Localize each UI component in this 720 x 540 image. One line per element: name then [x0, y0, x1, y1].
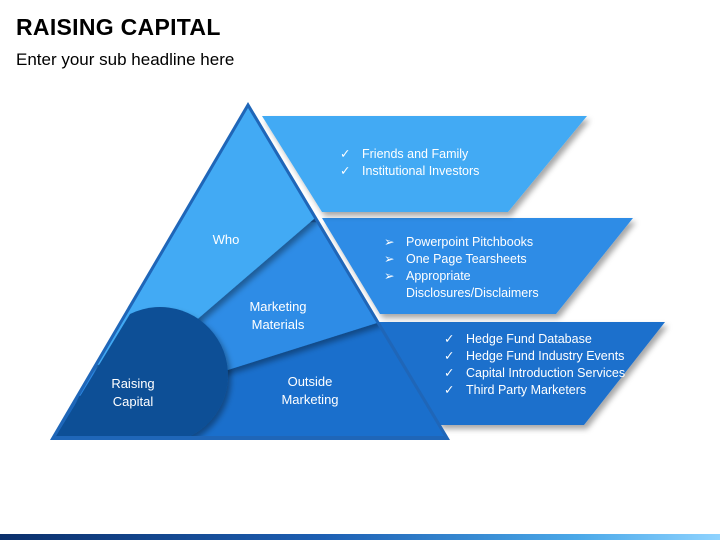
arrow-icon: ➢ [384, 269, 395, 283]
check-icon: ✓ [444, 349, 455, 363]
layer-2-label: Marketing Materials [249, 299, 307, 332]
layer-3-label: Outside Marketing [281, 374, 339, 407]
list-item: ✓Hedge Fund Industry Events [444, 349, 625, 363]
list-item: ➢Appropriate Disclosures/Disclaimers [384, 269, 539, 300]
check-icon: ✓ [340, 164, 351, 178]
check-icon: ✓ [340, 147, 351, 161]
list-item: ✓Capital Introduction Services [444, 366, 626, 380]
list-item: ➢One Page Tearsheets [384, 252, 527, 266]
ribbon-layer-3 [378, 322, 665, 425]
list-item: ✓Hedge Fund Database [444, 332, 592, 346]
bottom-accent-bar [0, 534, 720, 540]
list-item: ✓Friends and Family [340, 147, 469, 161]
layer-1-label: Who [212, 232, 240, 247]
layer-2-bullet-list: ➢Powerpoint Pitchbooks ➢One Page Tearshe… [384, 234, 564, 302]
ribbon-layer-1 [262, 116, 587, 212]
core-label: Raising Capital [111, 376, 155, 409]
arrow-icon: ➢ [384, 252, 395, 266]
layer-1-bullet-list: ✓Friends and Family ✓Institutional Inves… [340, 146, 540, 180]
arrow-icon: ➢ [384, 235, 395, 249]
list-item: ➢Powerpoint Pitchbooks [384, 235, 534, 249]
pyramid-core [56, 307, 228, 436]
page-title: RAISING CAPITAL [16, 14, 221, 40]
check-icon: ✓ [444, 383, 455, 397]
page-subtitle: Enter your sub headline here [16, 50, 235, 69]
list-item: ✓Third Party Marketers [444, 383, 587, 397]
list-item: ✓Institutional Investors [340, 164, 480, 178]
ribbon-layer-2 [322, 218, 633, 314]
check-icon: ✓ [444, 366, 455, 380]
layer-3-bullet-list: ✓Hedge Fund Database ✓Hedge Fund Industr… [444, 331, 644, 399]
check-icon: ✓ [444, 332, 455, 346]
